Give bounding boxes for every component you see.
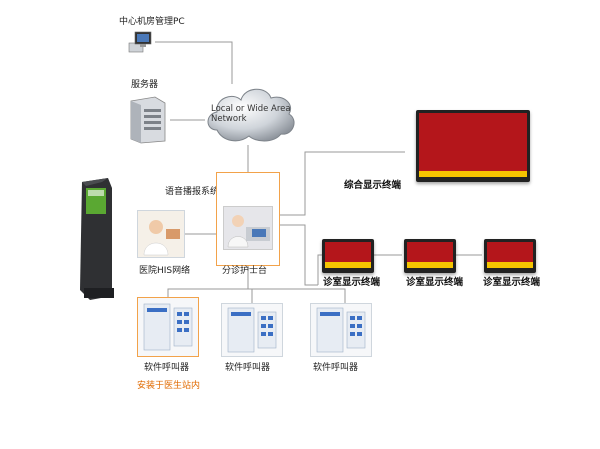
- pager-note: 安装于医生站内: [137, 381, 201, 391]
- network-cloud: Local or Wide Area Network: [203, 80, 299, 146]
- pager-panel-3: [310, 303, 372, 357]
- pager-label-1: 软件呼叫器: [144, 363, 190, 373]
- link-nurse-room-displays: [278, 224, 318, 286]
- pager-ui-icon: [316, 307, 366, 353]
- his-photo-icon: [138, 211, 184, 257]
- kiosk-icon: [72, 178, 118, 302]
- room-display-label-3: 诊室显示终端: [483, 277, 541, 288]
- link-nurse-main-display: [278, 151, 405, 216]
- link-room-display-chain: [317, 254, 322, 285]
- server-label: 服务器: [131, 80, 159, 90]
- pager-ui-icon: [227, 307, 277, 353]
- pager-ui-icon: [143, 303, 193, 351]
- link-pager-bus: [167, 288, 346, 303]
- his-label: 医院HIS网络: [139, 266, 191, 276]
- pager-label-2: 软件呼叫器: [225, 363, 271, 373]
- room-display-label-1: 诊室显示终端: [323, 277, 381, 288]
- pager-panel-1: [137, 297, 199, 357]
- pc-label: 中心机房管理PC: [119, 17, 185, 27]
- room-display-screen-1: [322, 239, 374, 273]
- room-display-label-2: 诊室显示终端: [406, 277, 464, 288]
- room-display-screen-2: [404, 239, 456, 273]
- nurse-station-photo: [223, 206, 273, 250]
- pc-icon: [128, 31, 154, 53]
- pager-label-3: 软件呼叫器: [313, 363, 359, 373]
- main-display-label: 综合显示终端: [344, 180, 402, 191]
- room-display-screen-3: [484, 239, 536, 273]
- voice-system-label: 语音播报系统: [165, 187, 220, 197]
- network-label: Local or Wide Area Network: [211, 104, 291, 124]
- nurse-station-label: 分诊护士台: [222, 266, 268, 276]
- his-box: [137, 210, 185, 258]
- main-display-screen: [416, 110, 530, 182]
- server-icon: [125, 95, 169, 145]
- link-pc-network: [155, 41, 233, 84]
- pager-panel-2: [221, 303, 283, 357]
